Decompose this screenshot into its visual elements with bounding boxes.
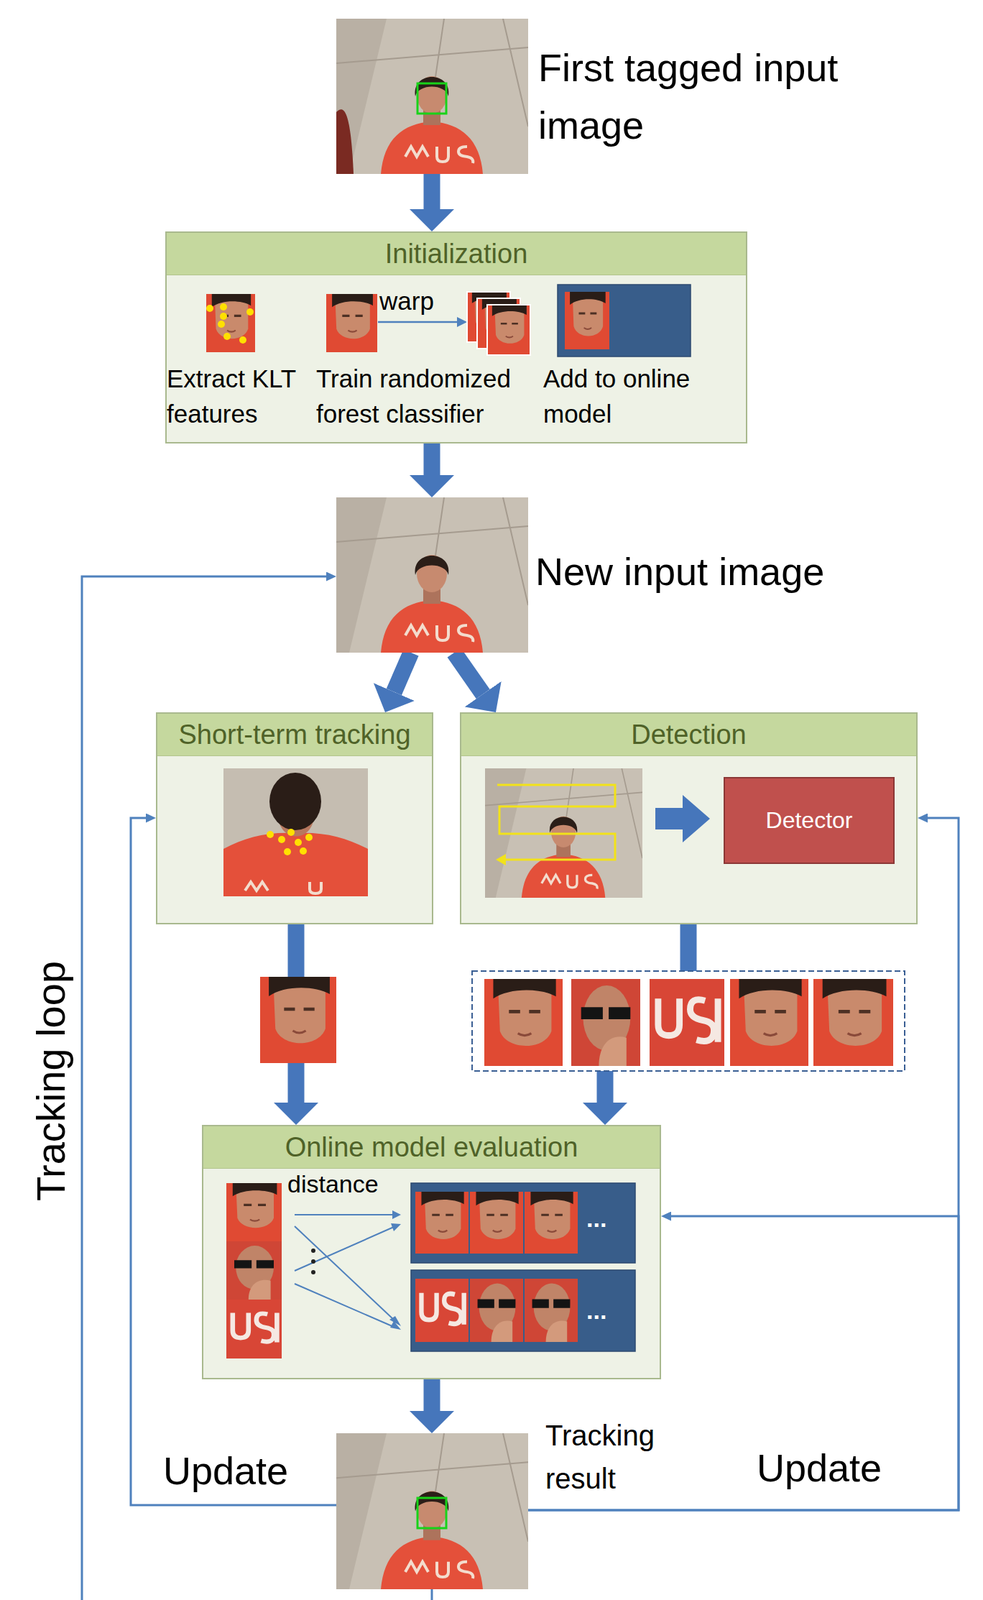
- label-anchor: ...: [586, 1201, 630, 1236]
- step-label: ...: [586, 1293, 630, 1328]
- stage-title: Detection: [461, 713, 917, 756]
- photo: [336, 1432, 529, 1589]
- edge-label: Update: [756, 1444, 882, 1492]
- candidate-patch: [649, 978, 725, 1066]
- step-label: Extract KLT features: [166, 360, 311, 432]
- image-caption: First tagged input image: [538, 39, 876, 155]
- candidate-patch: [730, 978, 809, 1066]
- label-anchor: distance: [287, 1166, 403, 1202]
- image-node: First tagged input image: [336, 18, 529, 174]
- step-label: warp: [379, 283, 459, 319]
- candidate-strip: [472, 970, 905, 1071]
- candidate-patch: [484, 978, 563, 1066]
- bystander: [336, 109, 354, 174]
- block-arrow: [423, 1378, 441, 1411]
- image-node: Tracking result: [336, 1432, 529, 1589]
- edge-label: Update: [163, 1447, 289, 1494]
- photo: [336, 497, 529, 653]
- block-arrow: [423, 173, 441, 210]
- label-anchor: warp: [379, 283, 459, 319]
- image-caption: Tracking result: [545, 1413, 690, 1500]
- step-label: ...: [586, 1201, 630, 1236]
- step-label: Train randomized forest classifier: [316, 360, 532, 432]
- tracked-patch: [260, 976, 337, 1063]
- label-anchor: Add to online model: [543, 360, 731, 432]
- detector-label: Detector: [765, 806, 853, 834]
- block-arrow: [393, 652, 412, 692]
- candidate-patch: [813, 978, 894, 1066]
- label-anchor: Extract KLT features: [166, 360, 311, 432]
- candidate-patch: [571, 978, 641, 1066]
- target-box: [417, 1497, 447, 1528]
- target-box: [417, 83, 447, 114]
- image-node: New input image: [336, 497, 529, 653]
- image-caption: New input image: [535, 543, 967, 600]
- step-label: Add to online model: [543, 360, 731, 432]
- stage-title: Online model evaluation: [203, 1125, 660, 1169]
- edge-label: Tracking loop: [26, 960, 75, 1201]
- block-arrow: [423, 443, 441, 475]
- label-anchor: ...: [586, 1293, 630, 1328]
- stage-title: Initialization: [166, 232, 746, 276]
- stage-box: Short-term tracking: [155, 712, 434, 925]
- block-arrow: [454, 652, 483, 695]
- update-line: [81, 576, 432, 1600]
- stage-box: DetectionDetector: [459, 712, 918, 925]
- stage-title: Short-term tracking: [157, 713, 432, 756]
- detector-box: Detector: [723, 776, 895, 864]
- block-arrow: [288, 924, 305, 1103]
- stage-box: Online model evaluation: [201, 1124, 662, 1379]
- step-label: distance: [287, 1166, 403, 1202]
- label-anchor: Train randomized forest classifier: [316, 360, 532, 432]
- block-arrow: [605, 924, 689, 1103]
- photo: [336, 18, 529, 174]
